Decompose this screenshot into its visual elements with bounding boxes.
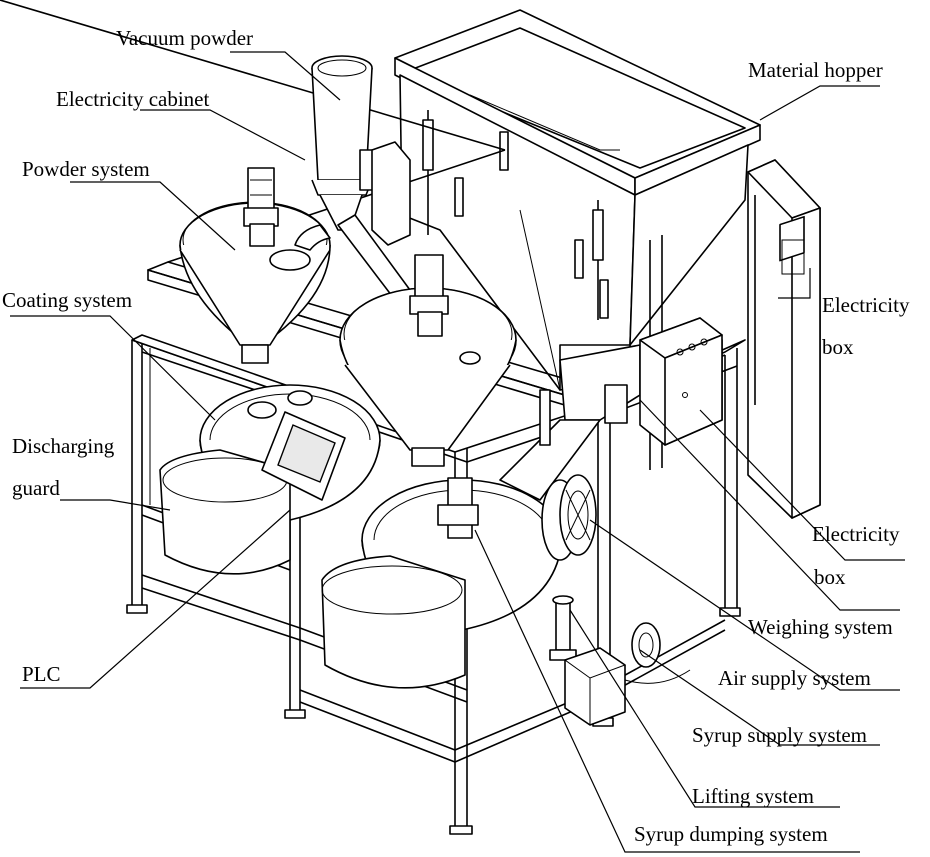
powder-system [179,167,331,364]
label-vacuum-powder: Vacuum powder [116,26,254,50]
label-syrup-dumping-system: Syrup dumping system [634,822,828,846]
label-lifting-system: Lifting system [692,784,814,808]
weighing-system [499,344,641,501]
label-powder-system: Powder system [22,157,150,181]
discharge-bowl-right [321,555,466,689]
material-hopper [394,9,761,391]
label-electricity-box-right-1: Electricity [822,293,910,317]
label-electricity-box-front-1: Electricity [812,522,900,546]
label-electricity-box-right-2: box [822,335,854,359]
discharge-bowl-left [159,449,291,575]
electricity-box-front [639,317,723,446]
plc-screen [261,411,346,501]
label-air-supply-system: Air supply system [718,666,871,690]
coating-system-drum [339,254,517,467]
label-syrup-supply-system: Syrup supply system [692,723,868,747]
label-material-hopper: Material hopper [748,58,883,82]
label-discharging-guard-1: Discharging [12,434,115,458]
electricity-cabinet [371,141,411,246]
label-weighing-system: Weighing system [748,615,893,639]
air-supply-system [541,474,597,561]
syrup-supply-system [563,622,691,726]
label-discharging-guard-2: guard [12,476,60,500]
label-electricity-cabinet: Electricity cabinet [56,87,210,111]
leader-lines [10,51,905,853]
lifting-system [549,595,577,661]
label-electricity-box-front-2: box [814,565,846,589]
label-coating-system: Coating system [2,288,133,312]
label-plc: PLC [22,662,61,686]
electricity-box-right [747,159,821,519]
